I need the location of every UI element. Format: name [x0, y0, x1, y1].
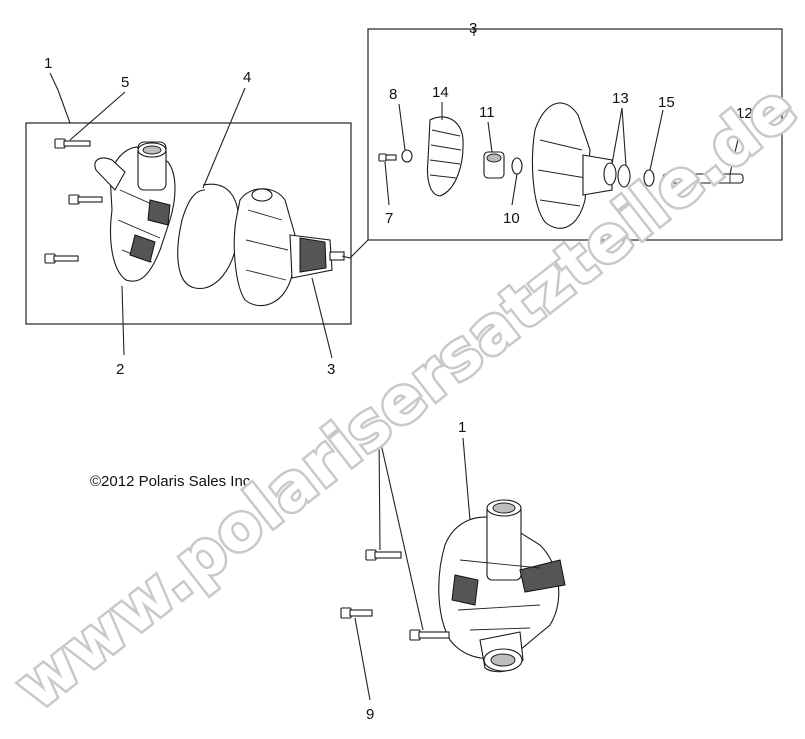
bolt-part-7 [378, 153, 397, 162]
seal-part-11 [483, 151, 505, 179]
callout-10: 10 [503, 210, 520, 227]
callout-5: 5 [121, 74, 129, 91]
callout-1-assembly: 1 [458, 419, 466, 436]
callout-13: 13 [612, 90, 629, 107]
callout-2: 2 [116, 361, 124, 378]
washer-part-8 [401, 149, 413, 163]
callout-3-bottom: 3 [327, 361, 335, 378]
callout-14: 14 [432, 84, 449, 101]
callout-7: 7 [385, 210, 393, 227]
shaft-part-12 [662, 173, 744, 184]
callout-11: 11 [479, 104, 495, 121]
washer-part-15 [643, 169, 655, 187]
bolt-part-6a [365, 549, 402, 561]
callout-4: 4 [243, 69, 251, 86]
callout-8: 8 [389, 86, 397, 103]
callout-12: 12 [736, 105, 753, 122]
callout-6: 6 [374, 419, 382, 436]
ring-part-13b [617, 164, 631, 188]
pump-assembly-part-1 [438, 499, 566, 673]
callout-1-top: 1 [44, 55, 52, 72]
bolt-part-6b [409, 629, 450, 641]
bolt-part-5c [44, 253, 79, 264]
bolt-part-5b [68, 194, 103, 205]
left-detail-frame [25, 122, 352, 325]
pump-housing-detail [531, 102, 613, 229]
leader-lines [49, 29, 743, 701]
bolt-part-9 [340, 607, 373, 619]
washer-part-10 [511, 157, 523, 175]
callout-3-top: 3 [469, 20, 477, 37]
bolt-part-5a [54, 138, 91, 149]
o-ring-part-4 [177, 183, 240, 289]
callout-9: 9 [366, 706, 374, 723]
ring-part-13a [603, 162, 617, 186]
pump-housing-part-3 [233, 188, 345, 307]
copyright-notice: ©2012 Polaris Sales Inc. [90, 473, 254, 490]
impeller-part-14 [426, 116, 464, 197]
callout-15: 15 [658, 94, 675, 111]
right-detail-frame [367, 28, 783, 241]
pump-cover-part-2 [94, 141, 176, 282]
